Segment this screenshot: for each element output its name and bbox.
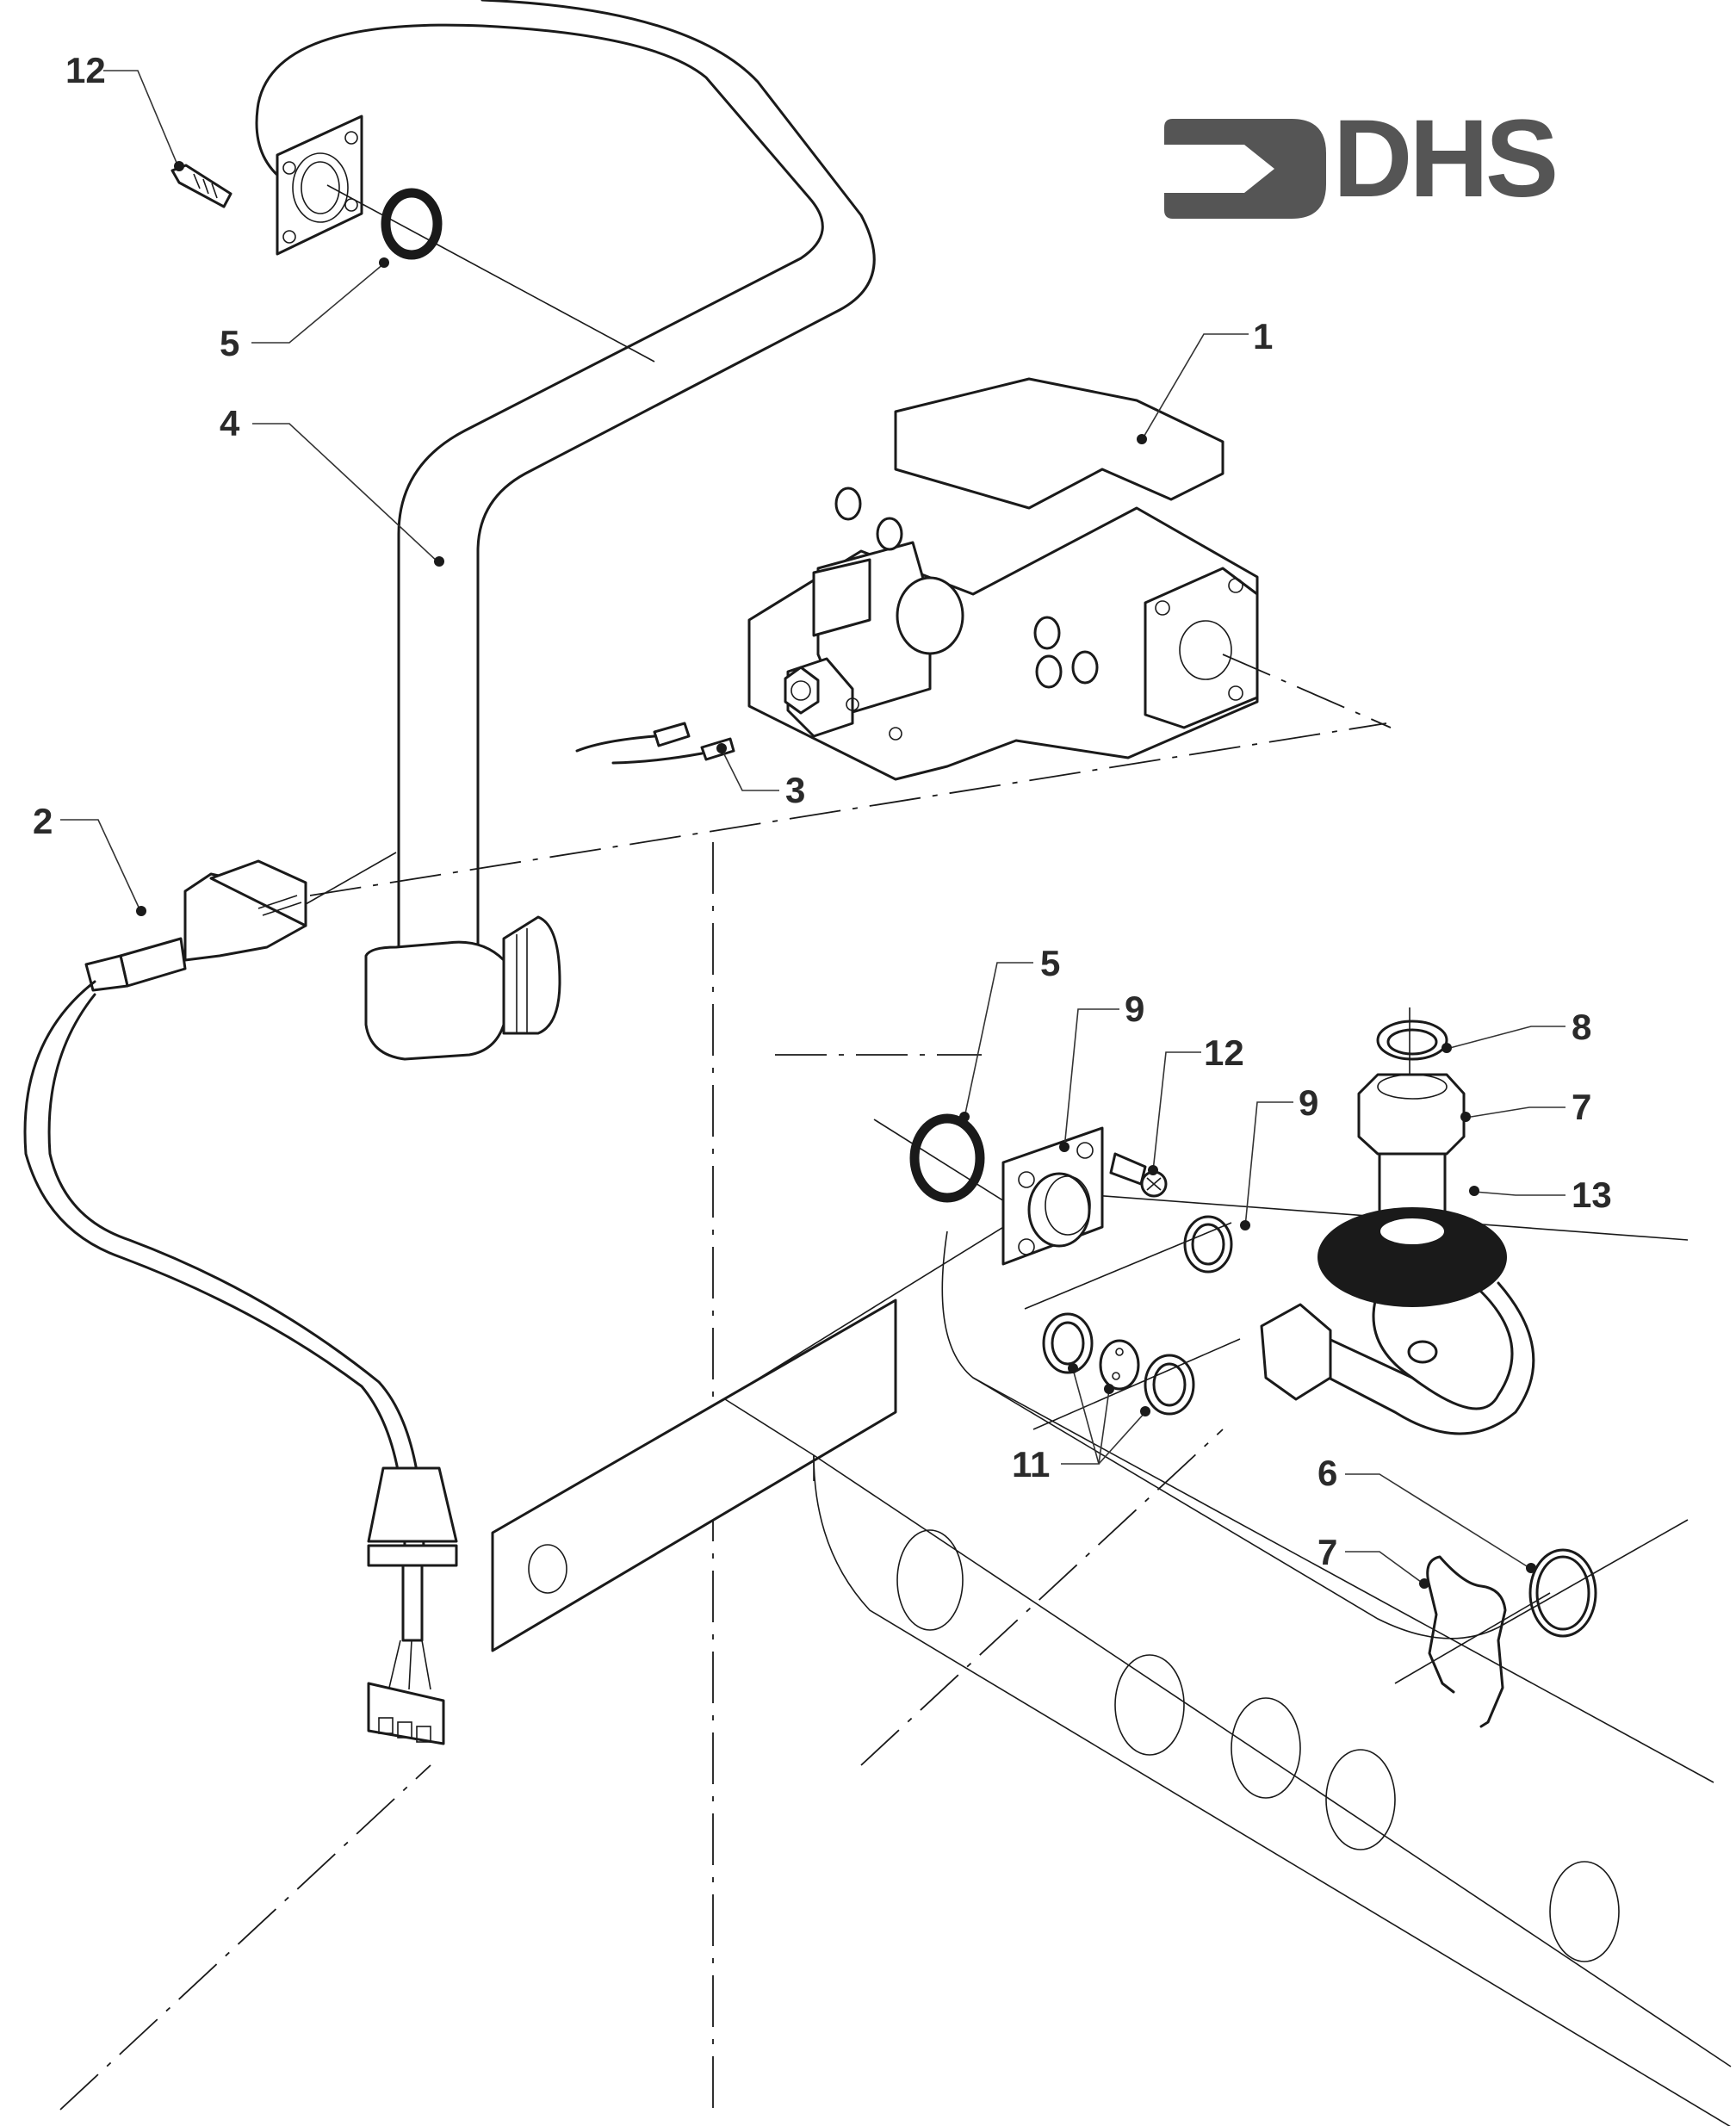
svg-text:12: 12: [1204, 1032, 1244, 1073]
inlet-fittings: [873, 1007, 1535, 1435]
spade-terminal-leads: [575, 722, 735, 765]
dhs-logo: DHS: [1164, 97, 1559, 220]
callout-13: 13: [1469, 1175, 1612, 1215]
callout-12-upper: 12: [65, 50, 184, 171]
callout-3: 3: [716, 743, 805, 810]
svg-text:13: 13: [1572, 1175, 1612, 1215]
upper-flange-assembly: [170, 115, 655, 363]
wiring-harness: [23, 852, 458, 1745]
clip-and-seal: [1394, 1548, 1597, 1728]
arrow-right-icon: [1164, 119, 1326, 219]
svg-text:7: 7: [1572, 1087, 1591, 1127]
callout-10: 11: [1012, 1363, 1150, 1484]
callout-4: 4: [220, 403, 444, 567]
gas-valve: [747, 377, 1392, 781]
svg-text:12: 12: [65, 50, 106, 90]
svg-text:5: 5: [1040, 943, 1060, 983]
callout-9-middle: 9: [1240, 1082, 1318, 1230]
o-ring-lower: [909, 1113, 985, 1203]
svg-text:6: 6: [1318, 1453, 1337, 1493]
callout-2: 2: [33, 801, 146, 916]
svg-text:9: 9: [1299, 1082, 1318, 1123]
callout-8: 7: [1460, 1087, 1591, 1127]
gas-pipe: [255, 0, 876, 1061]
callout-12-lower: 12: [1148, 1032, 1244, 1175]
logo-text: DHS: [1333, 97, 1555, 220]
svg-text:5: 5: [220, 323, 239, 363]
callout-5-lower: 5: [959, 943, 1060, 1122]
callout-6: 6: [1318, 1453, 1536, 1573]
svg-text:8: 8: [1572, 1007, 1591, 1047]
svg-text:3: 3: [785, 770, 805, 810]
svg-text:4: 4: [220, 403, 240, 443]
svg-text:2: 2: [33, 801, 53, 841]
callout-7: 7: [1318, 1532, 1429, 1589]
svg-text:1: 1: [1253, 316, 1273, 356]
callout-5-upper: 5: [220, 257, 389, 363]
svg-text:9: 9: [1125, 989, 1144, 1029]
callouts: 12 5 4 1 3 2: [33, 50, 1612, 1589]
o-ring-upper: [381, 188, 443, 260]
callout-11: 9: [1059, 989, 1144, 1152]
callout-9-top: 8: [1442, 1007, 1591, 1053]
burner-manifold: [59, 722, 1732, 2126]
callout-1: 1: [1137, 316, 1273, 444]
svg-text:11: 11: [1012, 1444, 1050, 1484]
svg-text:7: 7: [1318, 1532, 1337, 1572]
